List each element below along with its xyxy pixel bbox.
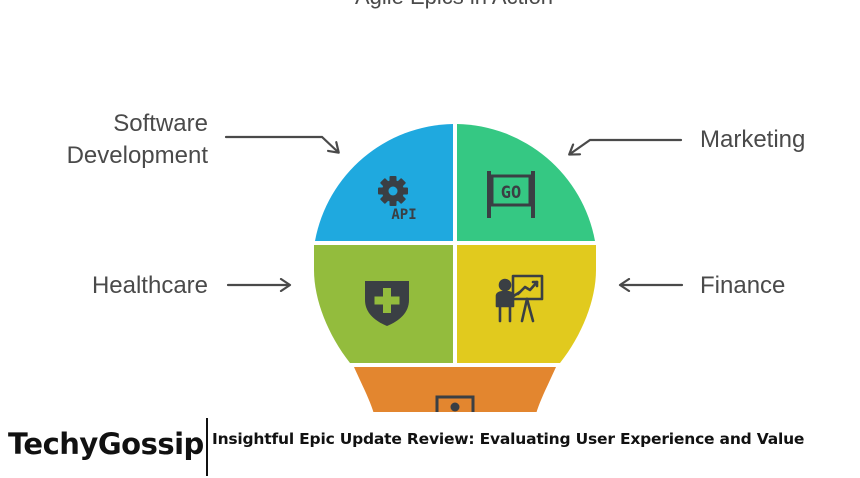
- api-text: API: [391, 207, 416, 223]
- footer-banner: [0, 412, 860, 478]
- label-healthcare: Healthcare: [92, 272, 208, 299]
- go-text: GO: [501, 183, 521, 203]
- label-finance: Finance: [700, 272, 785, 299]
- arrow-marketing: [570, 138, 683, 154]
- diagram-title: Agile Epics in Action: [355, 0, 553, 9]
- marketing-segment: [457, 124, 595, 241]
- education-segment: [354, 367, 556, 414]
- go-sign-icon: GO: [487, 171, 535, 218]
- gear-api-icon: API: [378, 176, 417, 223]
- presenter-chart-icon: [495, 274, 544, 323]
- arrows: [224, 135, 684, 285]
- label-software-line1: Software: [113, 110, 208, 137]
- label-marketing: Marketing: [700, 126, 805, 153]
- article-headline: Insightful Epic Update Review: Evaluatin…: [212, 430, 805, 448]
- medical-shield-icon: [365, 281, 409, 326]
- label-software-line2: Development: [67, 142, 209, 169]
- footer-divider: [206, 418, 208, 476]
- arrow-software: [224, 135, 338, 152]
- brand-logo-text: TechyGossip: [8, 427, 204, 461]
